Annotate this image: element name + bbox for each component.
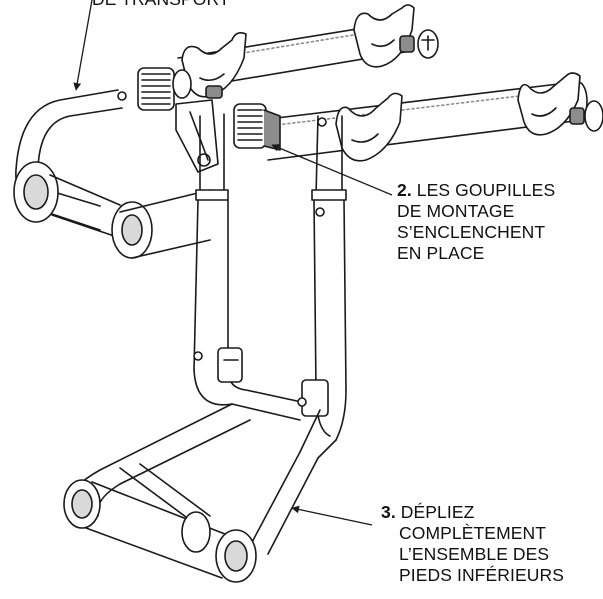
callout-transport-text: DE TRANSPORT: [92, 0, 230, 10]
callout-transport: DE TRANSPORT: [92, 0, 230, 10]
cradle-upper-right: [353, 4, 439, 68]
arrow-mounting-pins: [271, 144, 393, 196]
upper-frame-loop: [13, 89, 211, 259]
lower-fold-joint-right: [297, 379, 347, 441]
callout-mounting-pins-line-2: DE MONTAGE: [397, 201, 515, 221]
callout-unfold-feet-line-2: COMPLÈTEMENT: [399, 523, 547, 543]
callout-mounting-pins-line-4: EN PLACE: [397, 243, 485, 263]
step-number: 3.: [381, 502, 396, 522]
vertical-mast-right: [311, 115, 347, 391]
hinge-plate: [175, 99, 219, 173]
callout-unfold-feet-line-4: PIEDS INFÉRIEURS: [399, 565, 564, 585]
arrow-lower-feet: [291, 505, 373, 526]
vertical-mast-left: [193, 113, 229, 371]
callout-unfold-feet: 3. DÉPLIEZ COMPLÈTEMENT L’ENSEMBLE DES P…: [381, 502, 564, 586]
arrow-top-callout: [73, 0, 93, 91]
cradle-lower-right: [517, 72, 603, 136]
callout-mounting-pins-line-3: S’ENCLENCHENT: [397, 222, 546, 242]
upper-hub-knob: [117, 67, 192, 111]
step-number: 2.: [397, 180, 412, 200]
callout-unfold-feet-line-1: 3. DÉPLIEZ: [381, 502, 475, 522]
lower-feet-assembly: [63, 403, 337, 583]
lower-fold-joint-left: [193, 347, 321, 421]
callout-mounting-pins: 2. LES GOUPILLES DE MONTAGE S’ENCLENCHEN…: [397, 180, 555, 264]
cradle-lower-left: [335, 92, 403, 162]
cradle-upper-left: [181, 32, 247, 99]
callout-mounting-pins-line-1: 2. LES GOUPILLES: [397, 180, 556, 200]
lower-hub-knob: [233, 103, 281, 151]
callout-unfold-feet-line-3: L’ENSEMBLE DES: [399, 544, 550, 564]
